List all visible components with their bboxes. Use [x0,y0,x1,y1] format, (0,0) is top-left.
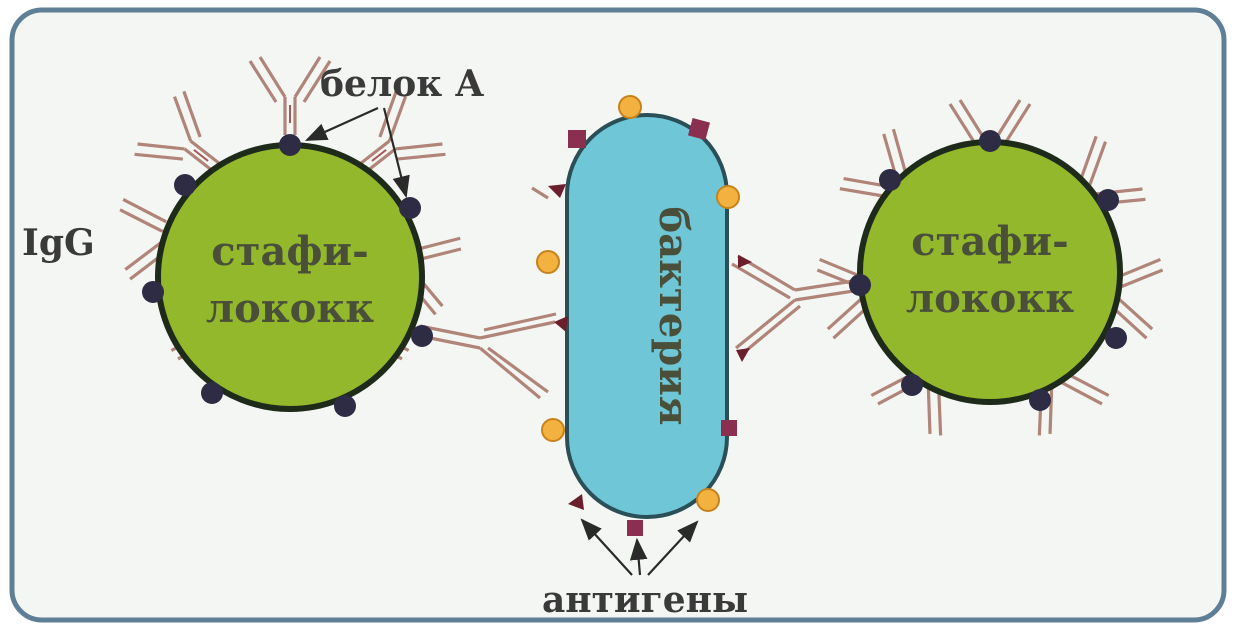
protein-a-dot [1029,389,1051,411]
right-staph-label-line1: стафи- [911,218,1068,265]
protein-a-dot [901,374,923,396]
right-staph-label-line2: лококк [906,275,1074,322]
antigens-label: антигены [542,579,748,621]
protein-a-dot [411,325,433,347]
protein-a-dot [142,281,164,303]
bacterium: бактерия [567,115,727,517]
antigen-circle [542,419,564,441]
protein-a-dot [201,382,223,404]
left-staph-label-line1: стафи- [211,228,368,275]
antigen-square [568,130,586,148]
left-staph-label-line2: лококк [206,285,374,332]
left-staph-cell [158,145,422,409]
protein-a-dot [399,197,421,219]
protein-a-dot [979,130,1001,152]
antigen-circle [619,96,641,118]
protein-a-dot [334,395,356,417]
protein-a-dot [1105,327,1127,349]
antigen-circle [717,186,739,208]
left-staphylococcus: стафи- лококк [158,145,422,409]
protein-a-dot [849,274,871,296]
antigen-square [721,420,737,436]
antigen-circle [697,489,719,511]
protein-a-dot [174,174,196,196]
antigen-circle [537,251,559,273]
protein-a-dot [879,169,901,191]
igg-label: IgG [22,222,95,264]
bacterium-label: бактерия [650,207,697,426]
protein-a-dot [1097,189,1119,211]
protein-a-dot [279,134,301,156]
bacterium-cell [567,115,727,517]
protein-a-label: белок А [320,63,484,105]
antigen-square [627,520,643,536]
